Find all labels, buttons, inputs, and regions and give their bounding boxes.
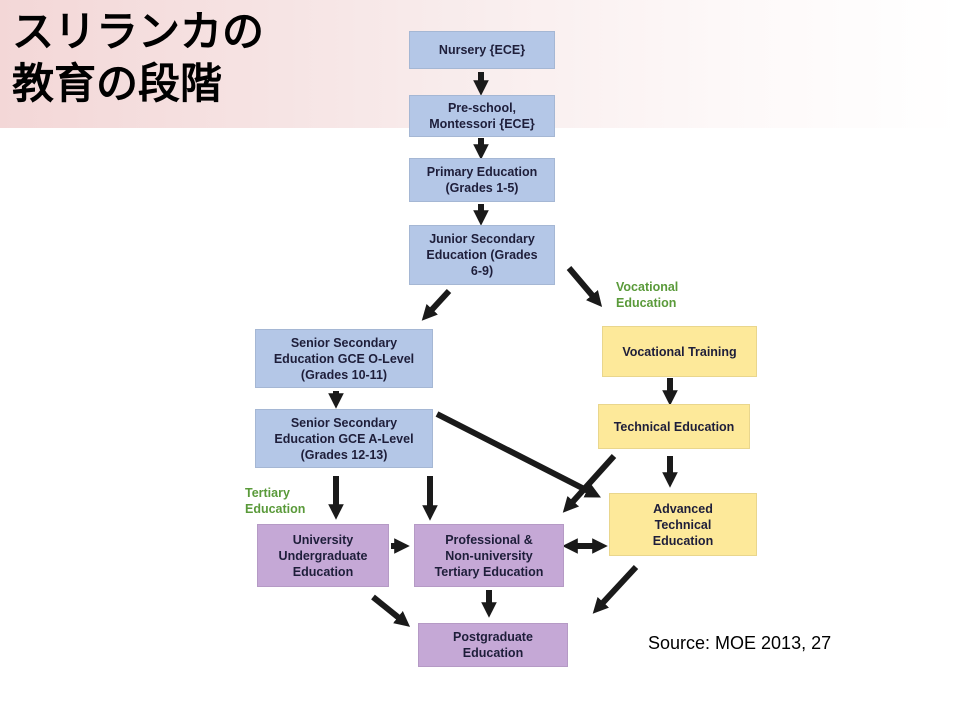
box-nursery: Nursery {ECE} [409, 31, 555, 69]
label-vocational-education: Vocational Education [616, 280, 679, 310]
box-senior-secondary-a-level: Senior Secondary Education GCE A-Level (… [255, 409, 433, 468]
box-advanced-technical: Advanced Technical Education [609, 493, 757, 556]
source-citation: Source: MOE 2013, 27 [648, 633, 832, 653]
box-senior-secondary-o-level: Senior Secondary Education GCE O-Level (… [255, 329, 433, 388]
box-professional-tertiary: Professional & Non-university Tertiary E… [414, 524, 564, 587]
slide-title-line-1: スリランカの [12, 7, 265, 56]
arrow-junior-to-vocational [566, 266, 603, 307]
arrow-junior-to-senior-o [421, 288, 452, 321]
arrow-senior-a-to-advanced [435, 411, 601, 498]
slide-title-line-2: 教育の段階 [12, 59, 223, 108]
box-preschool: Pre-school, Montessori {ECE} [409, 95, 555, 137]
box-junior-secondary: Junior Secondary Education (Grades 6-9) [409, 225, 555, 285]
box-postgraduate: Postgraduate Education [418, 623, 568, 667]
arrow-technical-to-professional [562, 453, 617, 513]
box-university-undergraduate: University Undergraduate Education [257, 524, 389, 587]
box-vocational-training: Vocational Training [602, 326, 757, 377]
arrow-advanced-to-postgraduate [592, 564, 639, 614]
arrow-university-to-postgraduate [371, 594, 411, 627]
label-tertiary-education: Tertiary Education [245, 486, 306, 516]
box-primary-education: Primary Education (Grades 1-5) [409, 158, 555, 202]
slide-title: スリランカの 教育の段階 [12, 6, 264, 110]
box-technical-education: Technical Education [598, 404, 750, 449]
